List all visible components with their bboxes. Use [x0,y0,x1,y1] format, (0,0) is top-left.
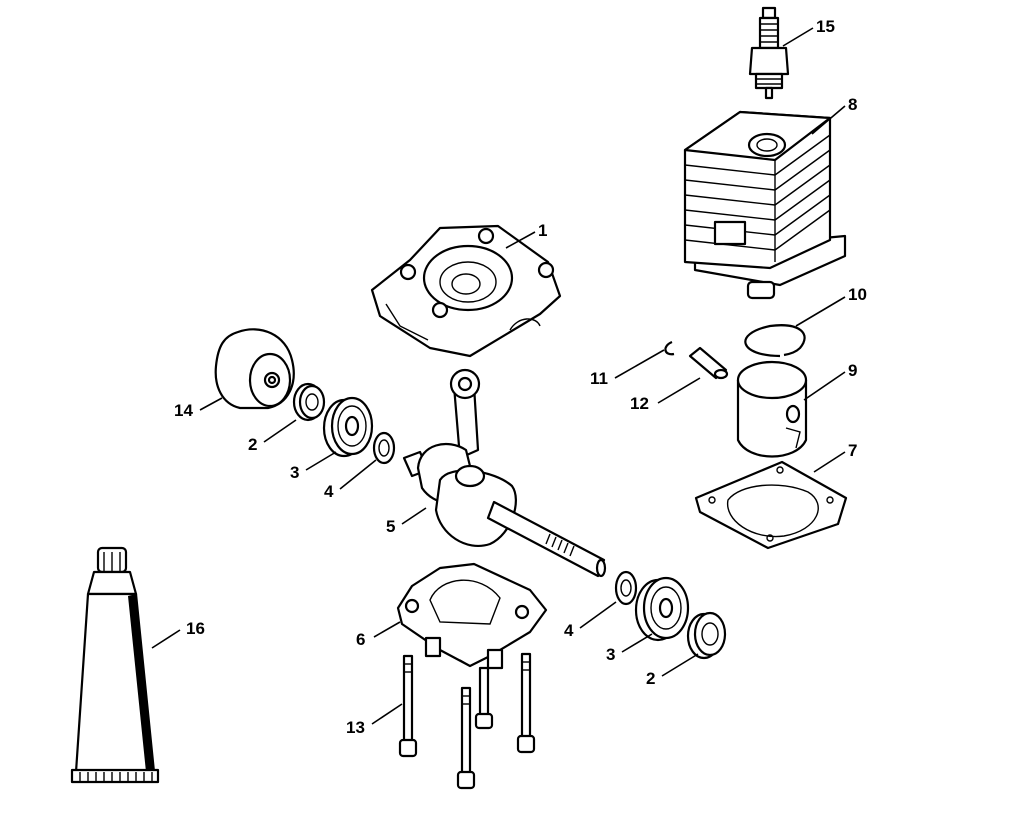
leader-11 [614,349,665,379]
crankcase-half-bottom [396,562,548,670]
cylinder [683,110,847,300]
leader-3-right [621,633,653,653]
gasket [694,460,848,550]
seal-right [686,611,727,660]
label-11: 11 [590,369,608,388]
leader-7 [813,451,846,473]
label-4-right: 4 [564,621,574,640]
leader-5 [401,507,427,525]
piston [736,360,808,458]
leader-2-left [263,419,297,443]
leader-2-right [661,653,699,677]
leader-9 [803,371,846,401]
spark-plug [748,6,790,100]
leader-1 [505,231,536,249]
leader-15 [782,27,814,47]
label-5: 5 [386,517,395,536]
leader-6 [373,621,401,638]
screw-4 [516,652,536,754]
crankshaft [402,368,607,578]
screw-2 [456,686,476,790]
label-3-left: 3 [290,463,299,482]
leader-13 [371,703,403,725]
label-8: 8 [848,95,857,114]
leader-12 [657,377,701,404]
piston-pin [688,346,729,380]
leader-3-left [305,451,337,471]
label-2-left: 2 [248,435,257,454]
washer-left [372,431,396,465]
label-12: 12 [630,394,649,413]
leader-16 [151,629,181,649]
washer-right [614,570,638,606]
label-15: 15 [816,17,835,36]
label-7: 7 [848,441,857,460]
label-1: 1 [538,221,547,240]
leader-10 [795,296,846,327]
leader-14 [199,397,223,411]
label-9: 9 [848,361,857,380]
leader-4-right [579,601,617,629]
label-14: 14 [174,401,193,420]
label-6: 6 [356,630,365,649]
seal-left [292,382,326,422]
leader-4-left [339,459,377,490]
label-2-right: 2 [646,669,655,688]
screw-1 [398,654,418,758]
crankcase-half-top [370,224,562,358]
label-10: 10 [848,285,867,304]
leader-8 [811,105,846,135]
label-4-left: 4 [324,482,334,501]
grease-tube [70,546,160,784]
leader-lines [151,27,846,725]
piston-ring [744,324,806,358]
callout-labels: 15 8 1 10 11 12 9 7 14 2 3 4 5 6 4 3 2 1… [174,17,867,737]
label-16: 16 [186,619,205,638]
label-13: 13 [346,718,365,737]
flywheel-cover [214,328,295,410]
label-3-right: 3 [606,645,615,664]
bearing-right [634,576,690,642]
bearing-left [322,396,374,458]
circlip [664,340,675,356]
screw-3 [474,666,494,730]
